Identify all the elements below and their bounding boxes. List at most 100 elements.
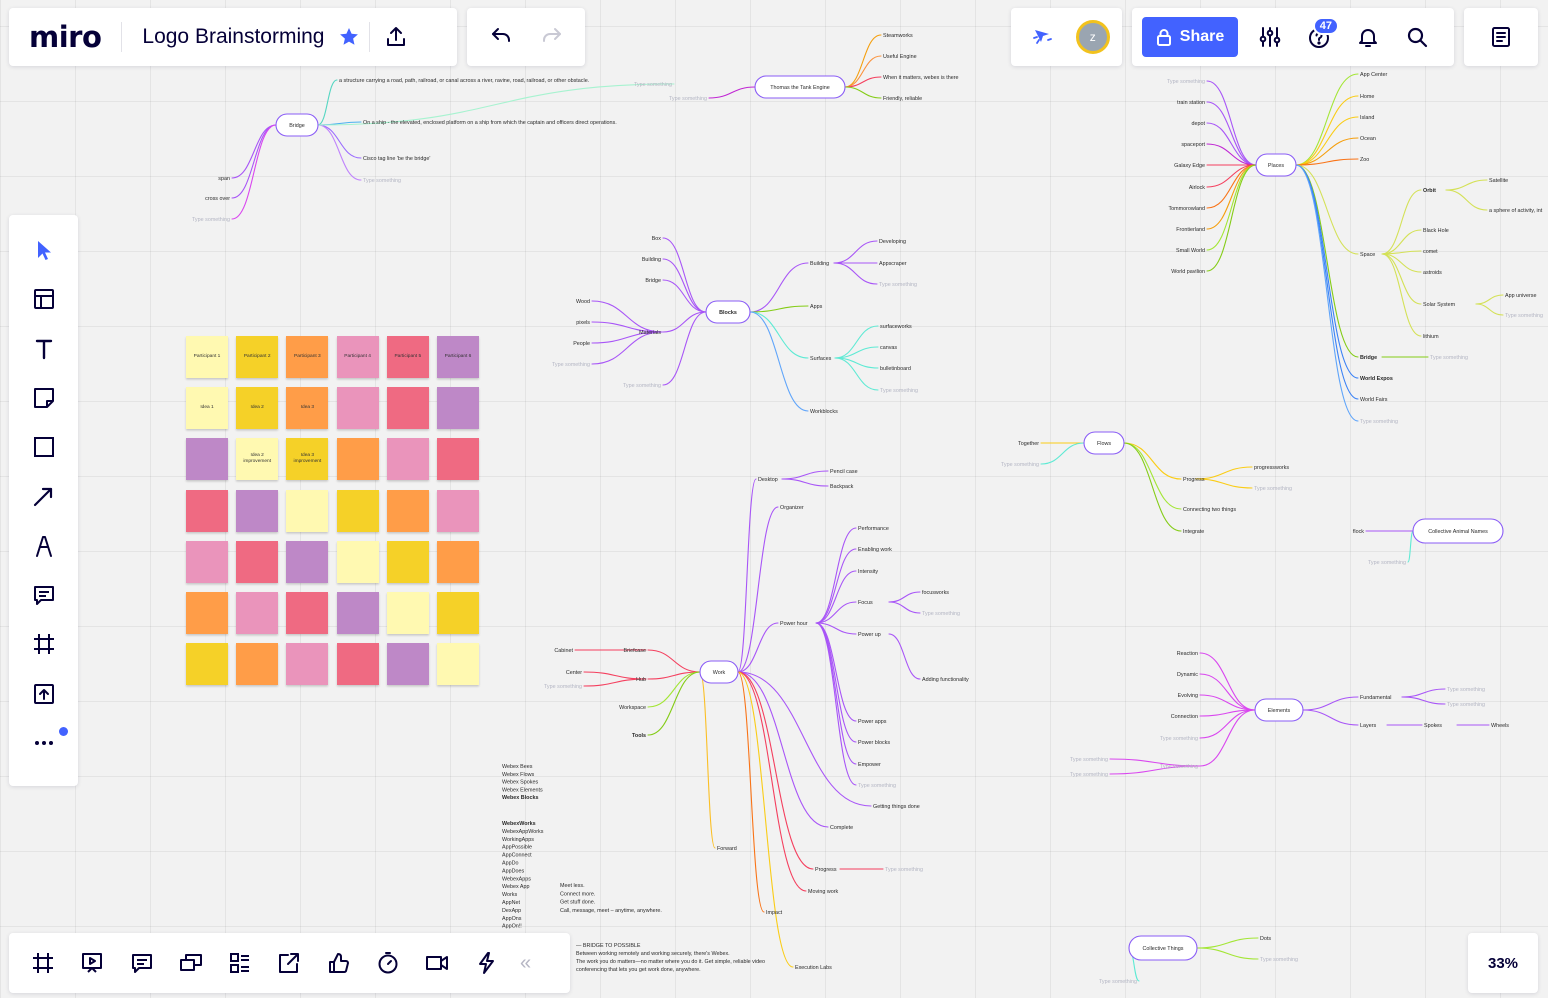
text-block-line[interactable]: The work you do matters—no matter where … — [576, 959, 765, 965]
sticky-note[interactable] — [386, 540, 429, 583]
sticky-note[interactable] — [437, 387, 479, 430]
mind-map-branch-label[interactable]: Pencil case — [830, 469, 858, 475]
mind-map-branch-label[interactable]: Galaxy Edge — [1174, 163, 1205, 169]
sticky-note-icon[interactable] — [24, 378, 64, 418]
mind-map-branch-label[interactable]: Execution Labs — [795, 965, 832, 971]
sticky-note[interactable] — [336, 643, 379, 686]
mind-map-placeholder[interactable]: Type something — [885, 867, 923, 873]
mind-map-branch-label[interactable]: Home — [1360, 94, 1374, 100]
mind-map-branch-label[interactable]: People — [573, 341, 590, 347]
text-block-line[interactable]: — BRIDGE TO POSSIBLE — [576, 943, 641, 949]
mind-map-placeholder[interactable]: Type something — [623, 383, 661, 389]
mind-map-branch-label[interactable]: Building — [642, 257, 661, 263]
mind-map-branch-label[interactable]: Satellite — [1489, 178, 1508, 184]
sticky-note[interactable] — [437, 540, 479, 583]
mind-map-branch-label[interactable]: Empower — [858, 762, 881, 768]
mind-map-branch-label[interactable]: flock — [1353, 529, 1364, 535]
text-block-line[interactable]: AppOn!! — [502, 924, 522, 930]
mind-map-branch-label[interactable]: Connection — [1171, 714, 1198, 720]
sticky-note[interactable]: Participant 3 — [286, 336, 329, 378]
sticky-note[interactable] — [236, 643, 279, 686]
mind-map-node-places[interactable]: Places — [1255, 153, 1297, 177]
mind-map-branch-label[interactable]: Surfaces — [810, 356, 832, 362]
mind-map-branch-label[interactable]: Wood — [576, 299, 590, 305]
mind-map-branch-label[interactable]: Performance — [858, 526, 889, 532]
mind-map-node-bridge[interactable]: Bridge — [275, 113, 319, 137]
miro-logo[interactable]: miro — [29, 20, 102, 54]
mind-map-branch-label[interactable]: Adding functionality — [922, 677, 969, 683]
text-block-line[interactable]: Call, message, meet – anytime, anywhere. — [560, 908, 662, 914]
mind-map-branch-label[interactable]: Together — [1018, 441, 1039, 447]
bell-icon[interactable] — [1348, 17, 1388, 57]
reactions-icon[interactable] — [1023, 17, 1063, 57]
mind-map-branch-label[interactable]: Getting things done — [873, 804, 920, 810]
mind-map-branch-label[interactable]: comet — [1423, 249, 1438, 255]
notes-icon[interactable] — [1481, 17, 1521, 57]
text-block-line[interactable]: AppOns — [502, 916, 522, 922]
mind-map-branch-label[interactable]: lithium — [1423, 334, 1439, 340]
mind-map-branch-label[interactable]: Power apps — [858, 719, 887, 725]
text-block-line[interactable]: Webex Spokes — [502, 780, 538, 786]
text-block-line[interactable]: Between working remotely and working sec… — [576, 951, 730, 957]
text-block-line[interactable]: WebexApps — [502, 876, 531, 882]
sticky-note[interactable] — [186, 489, 228, 532]
mind-map-branch-label[interactable]: Desktop — [758, 477, 778, 483]
mind-map-branch-label[interactable]: Small World — [1176, 248, 1205, 254]
text-block-line[interactable]: Webex Bees — [502, 764, 533, 770]
mind-map-branch-label[interactable]: Cisco tag line 'be the bridge' — [363, 156, 430, 162]
text-block-line[interactable]: Meet less. — [560, 883, 585, 889]
mind-map-branch-label[interactable]: Focus — [858, 600, 873, 606]
mind-map-branch-label[interactable]: Integrate — [1183, 529, 1204, 535]
sticky-note[interactable] — [386, 438, 429, 481]
mind-map-branch-label[interactable]: World Expos — [1360, 376, 1393, 382]
mind-map-branch-label[interactable]: cross over — [205, 196, 230, 202]
mind-map-node-things[interactable]: Collective Things — [1128, 935, 1198, 961]
mind-map-node-thomas[interactable]: Thomas the Tank Engine — [754, 75, 846, 99]
mind-map-branch-label[interactable]: Bridge — [645, 278, 661, 284]
sticky-note[interactable] — [437, 592, 479, 634]
mind-map-branch-label[interactable]: Developing — [879, 239, 906, 245]
mind-map-placeholder[interactable]: Type something — [1447, 687, 1485, 693]
mind-map-branch-label[interactable]: Evolving — [1178, 693, 1198, 699]
mind-map-branch-label[interactable]: Cabinet — [554, 648, 573, 654]
share-out-icon[interactable] — [269, 943, 309, 983]
mind-map-branch-label[interactable]: train station — [1177, 100, 1205, 106]
select-cursor-icon[interactable] — [24, 230, 64, 270]
comment-icon[interactable] — [24, 575, 64, 615]
mind-map-branch-label[interactable]: Tommorowland — [1168, 206, 1205, 212]
mind-map-branch-label[interactable]: Impact — [766, 910, 783, 916]
sticky-note[interactable] — [236, 489, 279, 532]
sticky-note[interactable] — [286, 540, 329, 583]
mind-map-placeholder[interactable]: Type something — [1430, 355, 1468, 361]
sticky-note[interactable] — [236, 592, 279, 634]
mind-map-branch-label[interactable]: pixels — [576, 320, 590, 326]
text-block-line[interactable]: DexApp — [502, 908, 521, 914]
mind-map-branch-label[interactable]: spaceport — [1181, 142, 1205, 148]
mind-map-branch-label[interactable]: Center — [566, 670, 582, 676]
templates-icon[interactable] — [24, 279, 64, 319]
mind-map-branch-label[interactable]: Fundamental — [1360, 695, 1391, 701]
settings-sliders-icon[interactable] — [1250, 17, 1290, 57]
mind-map-branch-label[interactable]: a structure carrying a road, path, railr… — [339, 78, 589, 84]
sticky-note[interactable] — [286, 489, 329, 532]
voting-icon[interactable] — [319, 943, 359, 983]
mind-map-branch-label[interactable]: Complete — [830, 825, 853, 831]
mind-map-branch-label[interactable]: Briefcase — [624, 648, 646, 654]
text-block-line[interactable]: WebexAppWorks — [502, 829, 544, 835]
mind-map-branch-label[interactable]: Dynamic — [1177, 672, 1198, 678]
mind-map-placeholder[interactable]: Type something — [1505, 313, 1543, 319]
mind-map-branch-label[interactable]: Spokes — [1424, 723, 1442, 729]
mind-map-placeholder[interactable]: Type something — [634, 82, 672, 88]
mind-map-node-blocks[interactable]: Blocks — [705, 300, 751, 324]
text-block-line[interactable]: AppDo — [502, 861, 518, 867]
mind-map-branch-label[interactable]: Wheels — [1491, 723, 1509, 729]
text-block-line[interactable]: conferencing that lets you get work done… — [576, 967, 701, 973]
mind-map-branch-label[interactable]: Intensity — [858, 569, 878, 575]
frame-icon[interactable] — [24, 624, 64, 664]
mind-map-branch-label[interactable]: canvas — [880, 345, 897, 351]
mind-map-placeholder[interactable]: Type something — [1070, 757, 1108, 763]
mind-map-branch-label[interactable]: Apps — [810, 304, 823, 310]
text-block-line[interactable]: AppNet — [502, 900, 520, 906]
video-icon[interactable] — [417, 943, 457, 983]
mind-map-branch-label[interactable]: Building — [810, 261, 829, 267]
